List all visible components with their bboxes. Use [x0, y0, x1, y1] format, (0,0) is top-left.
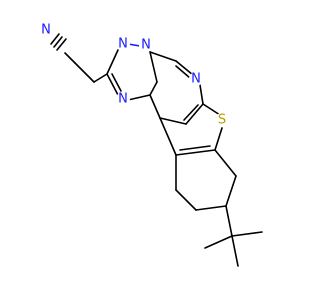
nitrogen-nitrile-label: N	[41, 23, 51, 38]
bond-cq-me2	[231, 231, 263, 237]
bond-c9b-c	[159, 117, 187, 125]
bond-cq-me3	[231, 235, 239, 267]
bond-nitrile-3	[50, 33, 60, 45]
molecule-structure-diagram: N N N N N S	[39, 22, 263, 267]
bond-c9a-c-double	[179, 145, 211, 151]
nitrogen-3-label: N	[191, 72, 201, 87]
n1-bg	[116, 37, 130, 51]
bond-c2-n4	[106, 73, 119, 96]
bond-c-s	[202, 103, 221, 116]
n4-bg	[116, 92, 130, 106]
bond-n1-n2	[127, 43, 141, 47]
bond-ch2b-ch	[195, 205, 227, 211]
n-nitrile-bg	[39, 23, 53, 37]
bond-c3a-c	[149, 81, 158, 96]
bond-nitrile-to-ch2	[64, 52, 76, 64]
bond-ch-n3	[175, 60, 194, 76]
bond-ch-ch2c	[225, 175, 237, 207]
bond-c9b-c9a	[159, 117, 177, 156]
bond-c2-n1	[106, 49, 119, 75]
bond-n3-c	[199, 84, 204, 105]
bond-ch-n3-double	[175, 65, 191, 79]
bond-n2-ch	[149, 51, 177, 62]
bond-nitrile-1	[53, 36, 63, 48]
n2-bg	[139, 38, 153, 52]
bond-ch2-ring	[93, 73, 108, 83]
s1-bg	[215, 113, 229, 127]
bond-ch2a-ch2b	[175, 189, 197, 211]
bond-ch2	[74, 62, 95, 83]
bonds	[50, 33, 263, 267]
bond-c2-n4-double	[111, 73, 122, 92]
bond-c-c-thio	[185, 103, 204, 125]
bond-ch2c-c	[214, 149, 237, 177]
bond-n2-c3a	[149, 51, 158, 83]
bond-n4-c3a	[127, 94, 151, 101]
nitrogen-1-label: N	[118, 37, 128, 52]
nitrogen-4-label: N	[118, 92, 128, 107]
bond-cq-me1	[204, 235, 233, 249]
bond-c9a-c	[175, 149, 216, 156]
bond-c-c-thio-double	[183, 104, 199, 121]
bond-nitrile-2	[56, 38, 67, 51]
nitrogen-2-label: N	[141, 38, 151, 53]
n3-bg	[189, 72, 203, 86]
bond-s-c	[214, 127, 223, 151]
sulfur-label: S	[218, 113, 226, 128]
bond-c3a-c9b	[149, 94, 161, 119]
bond-ch-cq	[225, 205, 233, 237]
atom-labels: N N N N N S	[39, 23, 229, 128]
